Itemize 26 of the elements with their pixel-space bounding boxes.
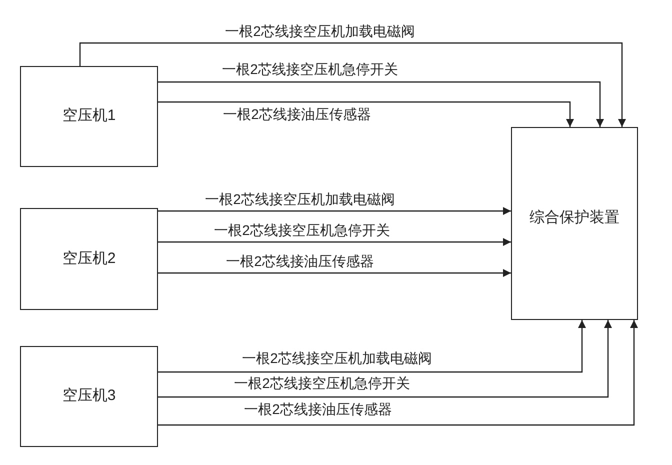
box-label: 综合保护装置 xyxy=(530,209,620,228)
edge-label: 一根2芯线接空压机急停开关 xyxy=(213,222,391,239)
device-box xyxy=(20,66,158,167)
edge-label: 一根2芯线接空压机加载电磁阀 xyxy=(204,191,396,208)
connector-arrow xyxy=(158,320,586,373)
edge-label: 一根2芯线接空压机加载电磁阀 xyxy=(241,350,433,367)
connector-arrow xyxy=(158,207,511,215)
connector-arrow xyxy=(158,81,604,127)
connector-arrow xyxy=(158,101,574,127)
box-label: 空压机3 xyxy=(62,387,116,406)
connector-arrow xyxy=(158,320,638,426)
connector-arrow xyxy=(158,269,511,277)
connector-arrow xyxy=(158,238,511,246)
box-label: 空压机2 xyxy=(62,250,116,268)
edge-label: 一根2芯线接油压传感器 xyxy=(225,253,375,270)
connector-arrow xyxy=(79,42,626,127)
edge-label: 一根2芯线接空压机急停开关 xyxy=(221,61,399,78)
edge-label: 一根2芯线接空压机急停开关 xyxy=(233,375,411,392)
connector-arrow xyxy=(158,320,612,398)
edge-label: 一根2芯线接油压传感器 xyxy=(243,401,393,418)
edge-label: 一根2芯线接空压机加载电磁阀 xyxy=(224,23,416,40)
box-label: 空压机1 xyxy=(62,107,116,126)
device-box xyxy=(20,208,158,310)
device-box xyxy=(20,346,158,447)
device-box xyxy=(511,127,638,320)
edge-label: 一根2芯线接油压传感器 xyxy=(222,106,372,123)
